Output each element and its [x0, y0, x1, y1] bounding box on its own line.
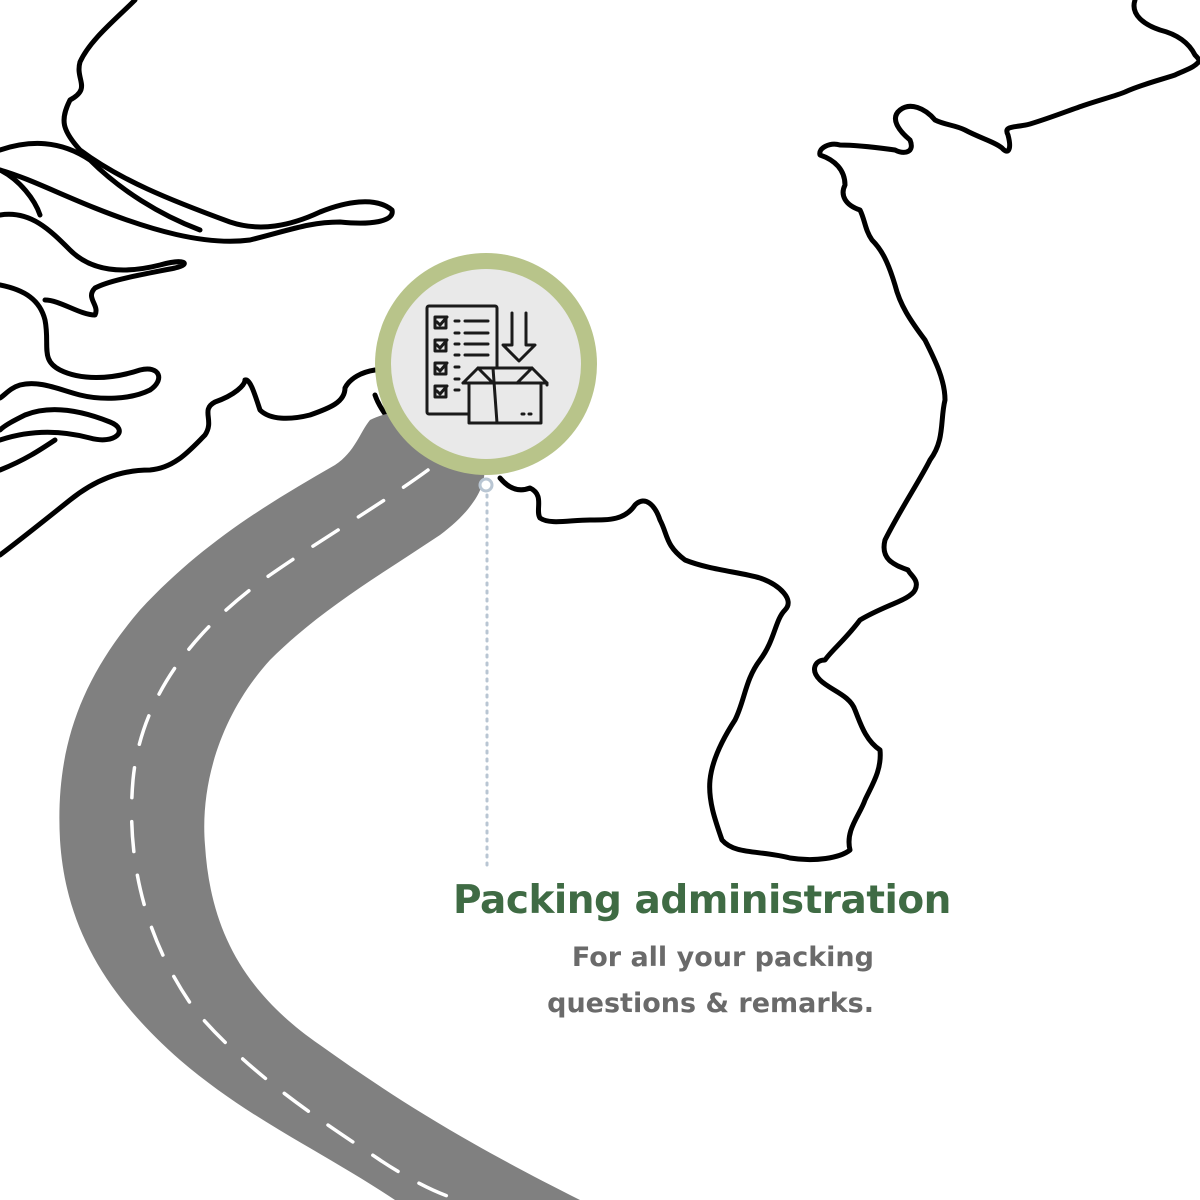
- card-subtitle: For all your packing questions & remarks…: [454, 935, 874, 1027]
- coastline-top-right: [1131, 0, 1200, 65]
- badge: [375, 253, 597, 475]
- coastline-shore-1: [0, 140, 203, 233]
- badge-inner: [391, 269, 581, 459]
- road: [59, 411, 580, 1200]
- coastline-lower-left: [0, 407, 122, 443]
- coastline-lower-left-2: [0, 437, 58, 473]
- card-title: Packing administration: [453, 878, 951, 923]
- connector: [478, 477, 494, 868]
- coastline-upper-peninsula: [0, 0, 395, 244]
- coastline-island-3: [0, 167, 43, 218]
- map-coastline: [0, 0, 1200, 863]
- road-centerline: [129, 468, 462, 1200]
- card-subtitle-line-1: For all your packing: [571, 942, 874, 973]
- card-subtitle-line-2: questions & remarks.: [547, 988, 874, 1019]
- coastline-river-left: [0, 367, 378, 558]
- connector-anchor-dot: [478, 477, 494, 493]
- coastline-island-2: [0, 282, 162, 401]
- road-surface: [59, 411, 580, 1200]
- packing-checklist-box-icon: [425, 304, 549, 425]
- coastline-mainland-right: [497, 57, 1200, 863]
- coastline-island-1: [0, 211, 187, 318]
